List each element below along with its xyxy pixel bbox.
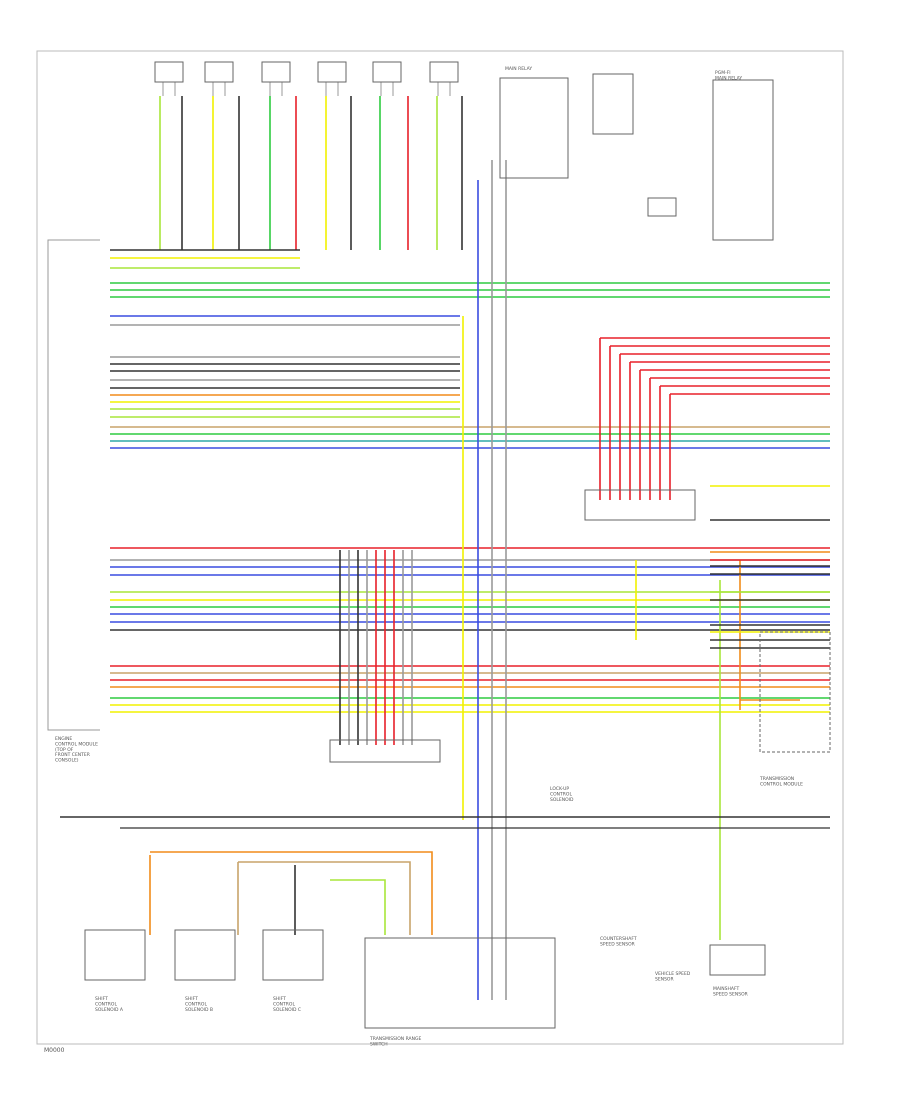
main-relay-box bbox=[499, 77, 569, 179]
top-sensor-3 bbox=[261, 61, 291, 83]
main-relay-label: MAIN RELAY bbox=[505, 66, 532, 72]
solenoid-bus-green bbox=[330, 879, 386, 935]
shift-a-box bbox=[84, 929, 146, 981]
fuse-connector-box bbox=[584, 489, 696, 521]
pgm-relay-box bbox=[712, 79, 774, 241]
resistor-box bbox=[647, 197, 677, 217]
trans-range-box bbox=[364, 937, 556, 1029]
top-sensor-6 bbox=[429, 61, 459, 83]
ecm-boundary bbox=[47, 239, 100, 731]
wire-layer bbox=[47, 82, 830, 1000]
footer-code: M0000 bbox=[44, 1047, 65, 1054]
top-sensor-4 bbox=[317, 61, 347, 83]
mainshaft-sensor-box bbox=[709, 944, 766, 976]
top-sensor-2 bbox=[204, 61, 234, 83]
tcm-box bbox=[759, 631, 831, 753]
top-sensor-1 bbox=[154, 61, 184, 83]
shift-b-box bbox=[174, 929, 236, 981]
fuse-box bbox=[592, 73, 634, 135]
solenoid-bus-orange bbox=[150, 851, 433, 935]
solenoid-bus-tan bbox=[238, 861, 411, 935]
shift-c-box bbox=[262, 929, 324, 981]
diagram-border bbox=[36, 50, 844, 1045]
mid-connector-box bbox=[329, 739, 441, 763]
top-sensor-5 bbox=[372, 61, 402, 83]
